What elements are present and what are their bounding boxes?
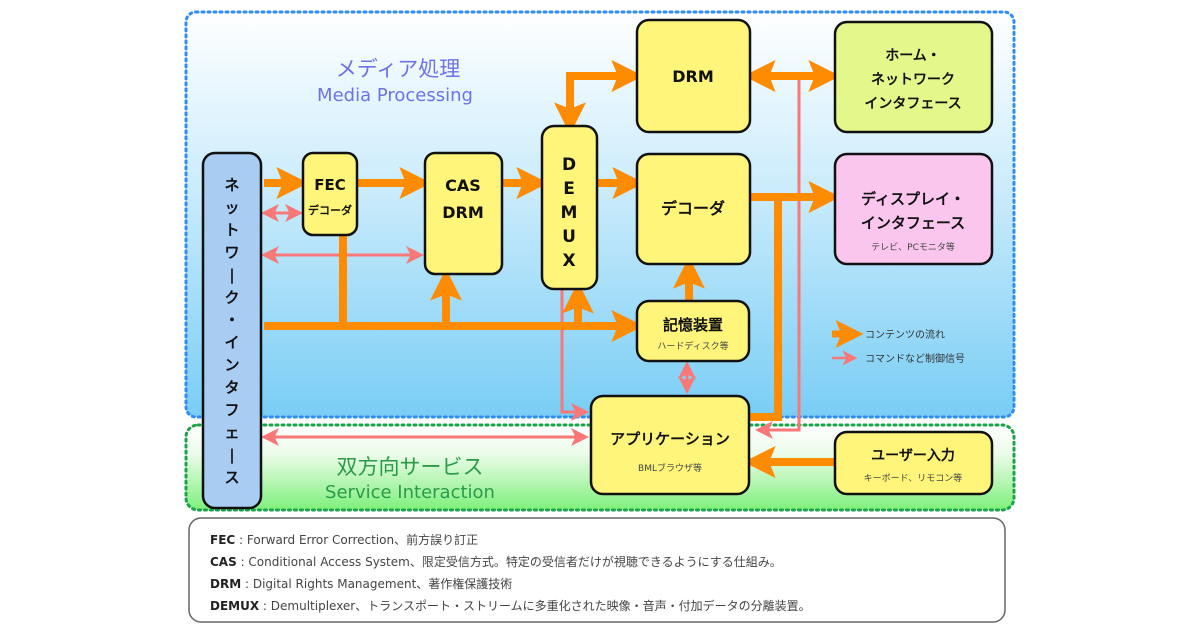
user-input-sub-label: キーボード、リモコン等	[864, 472, 963, 484]
glossary-term: DRM	[210, 577, 241, 591]
glossary-definition: : Conditional Access System、限定受信方式。特定の受信…	[237, 554, 782, 569]
service-region-title-jp: 双方向サービス	[337, 455, 484, 479]
glossary-definition: : Digital Rights Management、著作権保護技術	[241, 576, 512, 591]
home-network-label-1: ホーム・	[885, 48, 941, 64]
media-region-title-en: Media Processing	[317, 85, 473, 106]
service-region-title-en: Service Interaction	[325, 482, 495, 503]
network-interface-label: ネットワ | ク・インタフェ | ス	[224, 176, 239, 487]
vertical-char: ッ	[224, 199, 239, 217]
display-label-1: ディスプレイ・	[861, 190, 965, 208]
vertical-char: X	[562, 251, 575, 271]
storage-sub-label: ハードディスク等	[657, 340, 728, 352]
glossary-entry: CAS : Conditional Access System、限定受信方式。特…	[210, 554, 782, 569]
display-label-2: インタフェース	[861, 214, 965, 232]
decoder-block: デコーダ	[635, 152, 752, 266]
vertical-char: U	[562, 227, 576, 247]
legend-content-flow-label: コンテンツの流れ	[865, 328, 945, 341]
content-flow-lines	[264, 60, 841, 478]
vertical-char: タ	[224, 379, 239, 397]
media-region-title-jp: メディア処理	[336, 57, 461, 81]
demux-drm-flow	[554, 60, 644, 135]
demux-app-control	[560, 290, 589, 421]
vertical-char: E	[563, 179, 575, 199]
drm-block: DRM	[635, 18, 752, 134]
drm-label: DRM	[672, 67, 714, 86]
glossary-entry: DRM : Digital Rights Management、著作権保護技術	[210, 576, 512, 591]
home-network-label-2: ネットワーク	[871, 72, 955, 88]
application-sub-label: BMLブラウザ等	[638, 462, 702, 474]
glossary-entry: FEC : Forward Error Correction、前方誤り訂正	[210, 532, 478, 547]
vertical-char: |	[229, 446, 234, 465]
vertical-char: ク	[224, 289, 239, 307]
vertical-char: |	[229, 266, 234, 285]
cas-drm-block: CAS DRM	[423, 151, 504, 276]
vertical-char: イ	[224, 334, 239, 352]
vertical-char: M	[561, 203, 578, 223]
fec-label: FEC	[314, 176, 346, 194]
vertical-char: ワ	[224, 244, 239, 262]
legend: コンテンツの流れ コマンドなど制御信号	[832, 320, 965, 366]
vertical-char: ・	[224, 311, 239, 329]
cas-label: CAS	[445, 176, 481, 195]
vertical-char: ェ	[224, 424, 239, 442]
application-block: アプリケーション BMLブラウザ等	[589, 394, 751, 496]
app-display-flow	[750, 197, 782, 421]
decoder-label: デコーダ	[661, 199, 725, 218]
cas-drm-label: DRM	[442, 203, 484, 222]
glossary-definition: : Demultiplexer、トランスポート・ストリームに多重化された映像・音…	[259, 598, 811, 613]
vertical-char: ト	[224, 221, 239, 239]
glossary-term: CAS	[210, 555, 237, 569]
network-interface-block: ネットワ | ク・インタフェ | ス	[201, 151, 263, 510]
display-interface-block: ディスプレイ・ インタフェース テレビ、PCモニタ等	[833, 152, 994, 266]
user-input-label: ユーザー入力	[871, 447, 955, 464]
vertical-char: ン	[224, 356, 239, 374]
glossary-term: FEC	[210, 533, 235, 547]
legend-control-signal-label: コマンドなど制御信号	[865, 352, 965, 365]
home-network-interface-block: ホーム・ ネットワーク インタフェース	[833, 20, 994, 134]
storage-block: 記憶装置 ハードディスク等	[635, 299, 751, 363]
vertical-char: フ	[224, 401, 239, 419]
application-label: アプリケーション	[610, 430, 730, 448]
vertical-char: ス	[224, 469, 239, 487]
storage-label: 記憶装置	[663, 316, 723, 334]
vertical-char: ネ	[224, 176, 239, 194]
home-network-label-3: インタフェース	[864, 96, 961, 112]
glossary-term: DEMUX	[210, 599, 260, 613]
fec-decoder-block: FEC デコーダ	[301, 151, 359, 237]
glossary-box: FEC : Forward Error Correction、前方誤り訂正 CAS…	[188, 517, 1006, 623]
glossary-entry: DEMUX : Demultiplexer、トランスポート・ストリームに多重化さ…	[210, 598, 811, 613]
user-input-block: ユーザー入力 キーボード、リモコン等	[833, 430, 994, 496]
display-sub-label: テレビ、PCモニタ等	[871, 241, 955, 253]
vertical-char: D	[562, 155, 576, 175]
fec-sub-label: デコーダ	[308, 203, 352, 217]
glossary-definition: : Forward Error Correction、前方誤り訂正	[235, 532, 478, 547]
